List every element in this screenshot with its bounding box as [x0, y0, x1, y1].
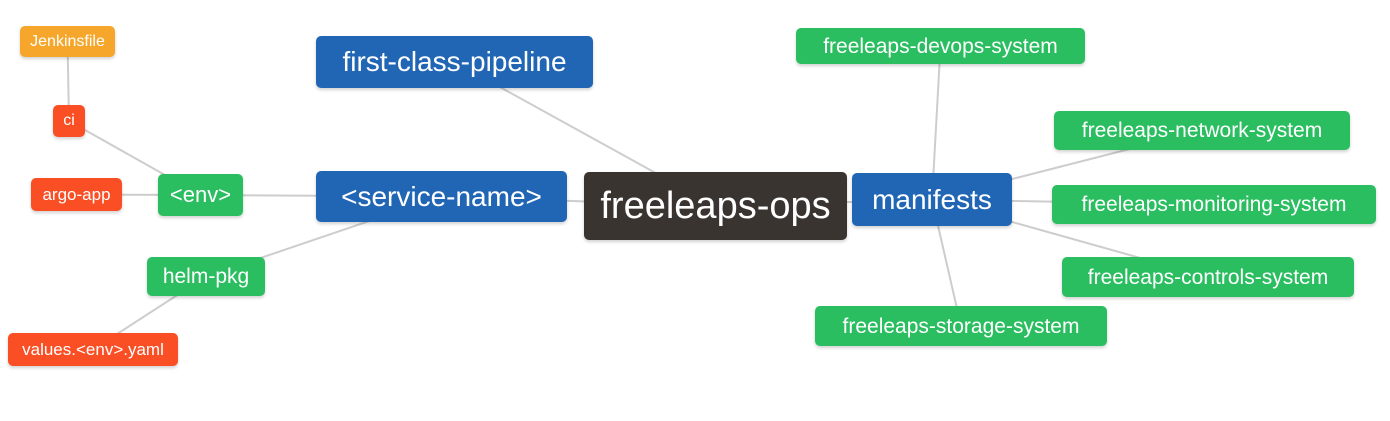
mindmap-node-freeleaps-ops[interactable]: freeleaps-ops	[584, 172, 847, 240]
mindmap-node-ci[interactable]: ci	[53, 105, 85, 137]
mindmap-node-freeleaps-monitoring-system[interactable]: freeleaps-monitoring-system	[1052, 185, 1376, 224]
mindmap-node-manifests[interactable]: manifests	[852, 173, 1012, 226]
mindmap-node-helm-pkg[interactable]: helm-pkg	[147, 257, 265, 296]
mindmap-node-freeleaps-storage-system[interactable]: freeleaps-storage-system	[815, 306, 1107, 346]
mindmap-node-argo-app[interactable]: argo-app	[31, 178, 122, 211]
mindmap-node-values-env-yaml[interactable]: values.<env>.yaml	[8, 333, 178, 366]
mindmap-node-freeleaps-devops-system[interactable]: freeleaps-devops-system	[796, 28, 1085, 64]
mindmap-node-jenkinsfile[interactable]: Jenkinsfile	[20, 26, 115, 57]
mindmap-node-env[interactable]: <env>	[158, 174, 243, 216]
mindmap-node-service-name[interactable]: <service-name>	[316, 171, 567, 222]
mindmap-node-freeleaps-controls-system[interactable]: freeleaps-controls-system	[1062, 257, 1354, 297]
mindmap-node-freeleaps-network-system[interactable]: freeleaps-network-system	[1054, 111, 1350, 150]
mindmap-node-first-class-pipeline[interactable]: first-class-pipeline	[316, 36, 593, 88]
